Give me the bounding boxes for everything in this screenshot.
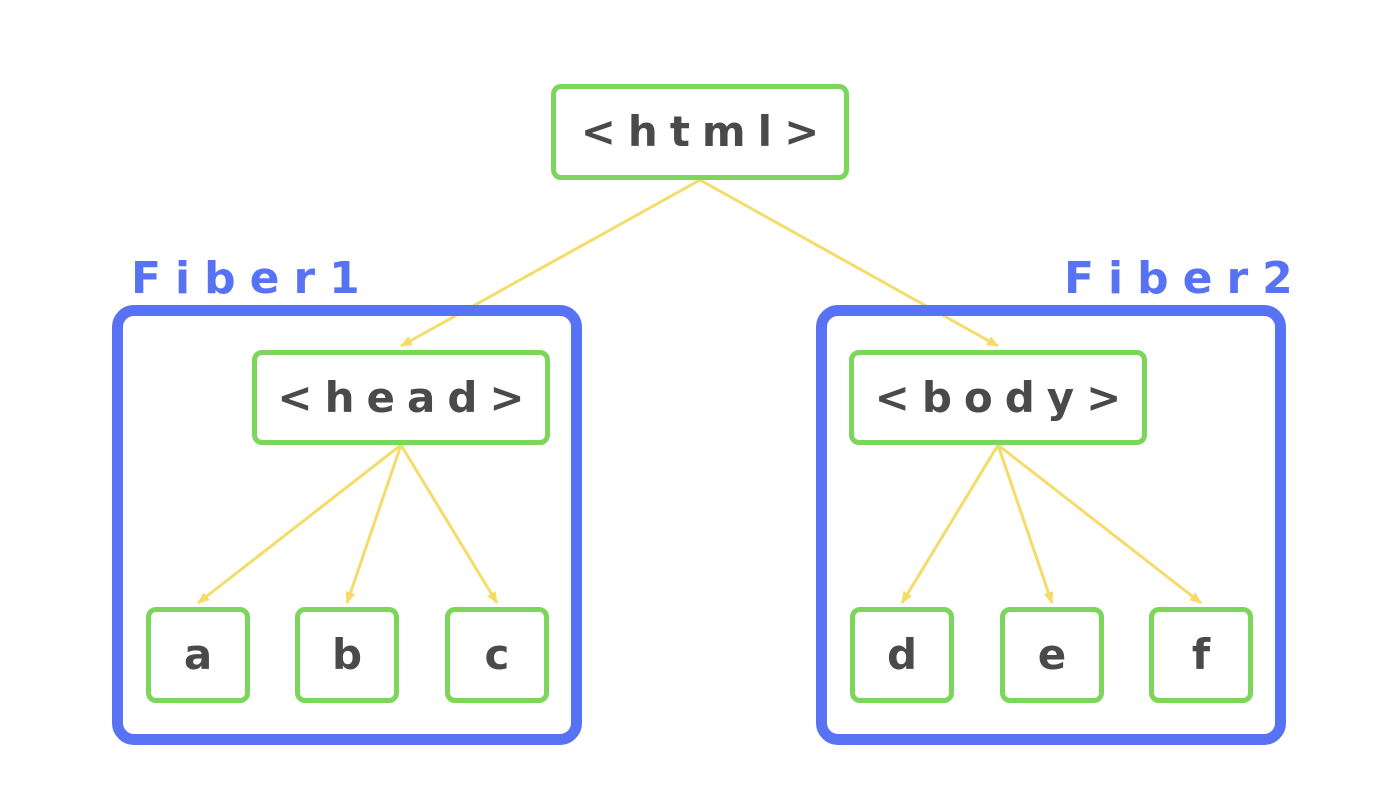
node-d: d	[850, 607, 954, 703]
node-b: b	[295, 607, 399, 703]
fiber2-box	[816, 305, 1286, 745]
fiber2-label: Fiber2	[1064, 253, 1307, 304]
node-head: <head>	[252, 350, 550, 445]
node-a: a	[146, 607, 250, 703]
fiber1-label: Fiber1	[131, 253, 374, 304]
node-c: c	[445, 607, 549, 703]
node-body: <body>	[849, 350, 1147, 445]
node-html: <html>	[551, 84, 849, 180]
node-f: f	[1149, 607, 1253, 703]
fiber1-box	[112, 305, 582, 745]
node-e: e	[1000, 607, 1104, 703]
